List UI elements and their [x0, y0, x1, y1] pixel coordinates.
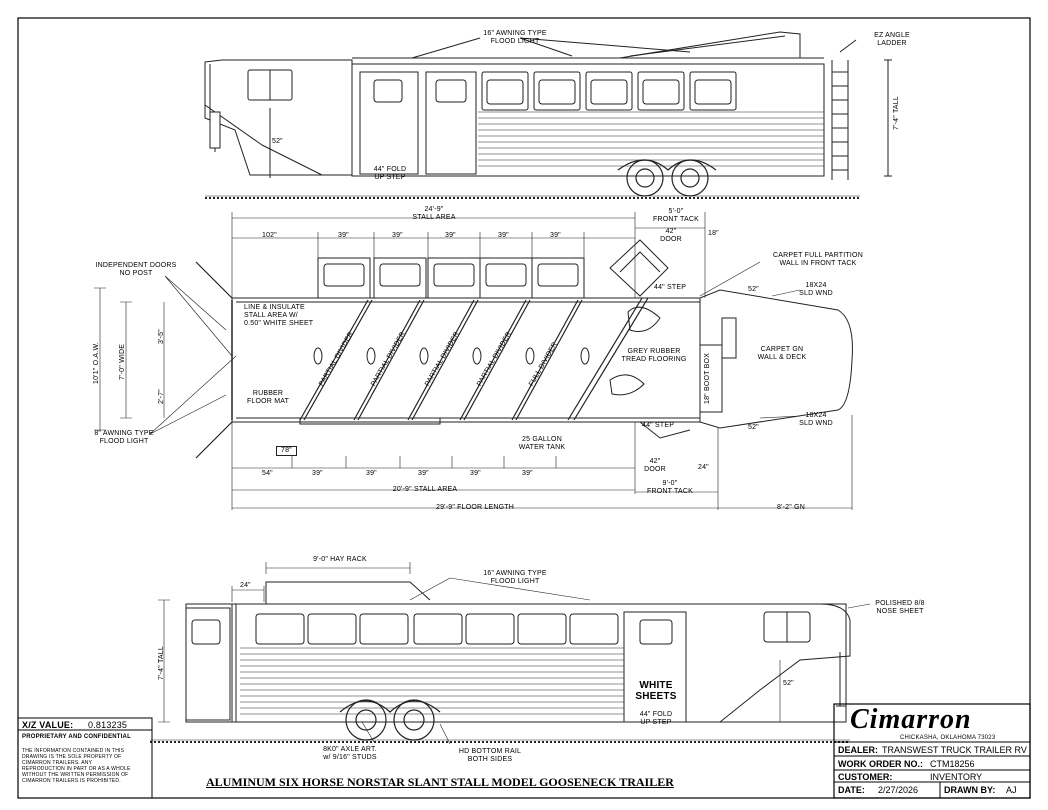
oaw-dim: 10'1" O.A.W. — [93, 341, 100, 384]
front-tack-top-dim: 5'-0"FRONT TACK — [653, 208, 699, 223]
dim-top-2: 39" — [392, 232, 403, 239]
top-tall-dim: 7'-4" TALL — [893, 96, 900, 130]
dim-24: 24" — [698, 464, 709, 471]
plan-view — [94, 212, 853, 510]
date-label: DATE: — [838, 785, 865, 795]
dim-bot-3: 39" — [418, 470, 429, 477]
dim-18: 18" — [708, 230, 719, 237]
step-44-top: 44" STEP — [654, 284, 687, 291]
door-top-dim: 42"DOOR — [660, 228, 682, 243]
customer-label: CUSTOMER: — [838, 772, 893, 782]
dim-top-3: 39" — [445, 232, 456, 239]
side-dim-24: 24" — [240, 582, 251, 589]
xz-value: 0.813235 — [88, 720, 128, 730]
dim-52a: 52" — [748, 286, 759, 293]
wide-dim: 7'-0" WIDE — [119, 343, 126, 380]
work-order-label: WORK ORDER NO.: — [838, 759, 923, 769]
dim-52b: 52" — [748, 424, 759, 431]
dim-top-4: 39" — [498, 232, 509, 239]
hay-rack-label: 9'-0" HAY RACK — [313, 556, 367, 563]
dealer-label: DEALER: — [838, 745, 878, 755]
dealer-value: TRANSWEST TRUCK TRAILER RV — [882, 745, 1027, 755]
date-value: 2/27/2026 — [878, 785, 919, 795]
floor-length-dim: 29'-9" FLOOR LENGTH — [435, 504, 515, 511]
front-tack-bot-dim: 9'-0"FRONT TACK — [647, 480, 693, 495]
dim-bot-1: 39" — [312, 470, 323, 477]
door-bot-dim: 42"DOOR — [644, 458, 666, 473]
work-order-value: CTM18256 — [930, 759, 975, 769]
gn-dim: 8'-2" GN — [777, 504, 805, 511]
dim-top-1: 39" — [338, 232, 349, 239]
side-elevation-view — [150, 562, 871, 745]
title-block-frame — [17, 703, 1031, 799]
axle-label: 8K0" AXLE ART.w/ 9/16" STUDS — [323, 746, 377, 761]
dim-bot-2: 39" — [366, 470, 377, 477]
top-elevation-view — [204, 31, 892, 199]
drawn-by-label: DRAWN BY: — [944, 785, 996, 795]
dim-35: 3'-5" — [158, 329, 165, 344]
side-tall-dim: 7'-4" TALL — [158, 646, 165, 680]
step-44-bot: 44" STEP — [642, 422, 675, 429]
dim-top-0: 102" — [262, 232, 277, 239]
proprietary-text: THE INFORMATION CONTAINED IN THIS DRAWIN… — [22, 748, 131, 784]
customer-value: INVENTORY — [930, 772, 983, 782]
cimarron-logo: Cimarron — [850, 704, 972, 735]
dim-bot-0: 54" — [262, 470, 273, 477]
stall-area-top-dim: 24'-9"STALL AREA — [412, 206, 456, 221]
dim-27: 2'-7" — [158, 389, 165, 404]
side-dim-52: 52" — [783, 680, 794, 687]
dim-78: 78" — [276, 446, 297, 456]
dim-bot-4: 39" — [470, 470, 481, 477]
top-dim-52: 52" — [272, 138, 283, 145]
drawing-title: ALUMINUM SIX HORSE NORSTAR SLANT STALL M… — [206, 775, 674, 789]
address: CHICKASHA, OKLAHOMA 73023 — [900, 735, 996, 741]
drawn-by-value: AJ — [1006, 785, 1017, 795]
dim-bot-5: 39" — [522, 470, 533, 477]
boot-box-label: 18" BOOT BOX — [704, 352, 711, 404]
stall-area-bot-dim: 20'-9" STALL AREA — [392, 486, 458, 493]
proprietary-title: PROPRIETARY AND CONFIDENTIAL — [22, 734, 131, 740]
xz-value-label: X/Z VALUE: — [22, 720, 74, 730]
dim-top-5: 39" — [550, 232, 561, 239]
